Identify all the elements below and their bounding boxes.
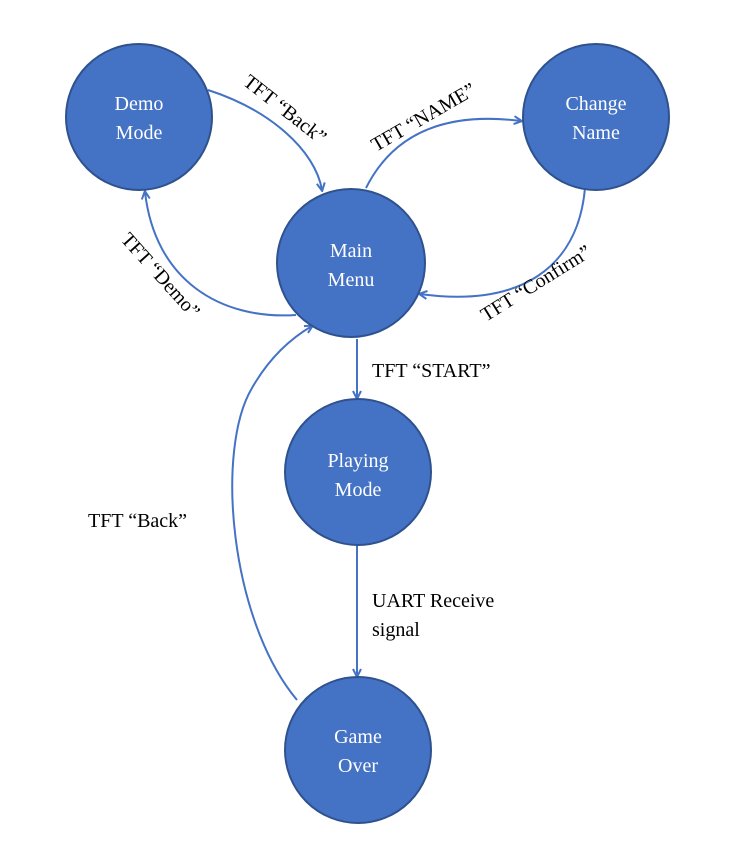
edge-main-to-change <box>365 119 521 189</box>
node-change-name-circle <box>522 43 670 191</box>
node-playing-mode-circle <box>284 398 432 546</box>
node-main-menu-line-2: Menu <box>328 269 375 291</box>
edge-change-to-main <box>420 187 586 297</box>
node-game-over-circle <box>284 676 432 824</box>
edge-gameover-to-main <box>231 326 312 701</box>
node-demo-mode: Demo Mode <box>65 43 213 191</box>
node-demo-mode-line-2: Mode <box>116 122 163 144</box>
node-main-menu-circle <box>276 188 426 338</box>
node-change-name-line-2: Name <box>572 122 620 144</box>
edge-main-to-demo <box>145 192 297 317</box>
node-change-name-line-1: Change <box>565 93 626 115</box>
edge-demo-to-main <box>207 89 322 190</box>
label-playing-to-gameover-line-2: signal <box>372 619 420 641</box>
node-playing-mode: Playing Mode <box>284 398 432 546</box>
label-playing-to-gameover-line-1: UART Receive <box>372 590 494 612</box>
label-gameover-to-main: TFT “Back” <box>88 510 187 532</box>
node-demo-mode-circle <box>65 43 213 191</box>
node-game-over: Game Over <box>284 676 432 824</box>
node-playing-mode-line-1: Playing <box>327 450 388 472</box>
node-main-menu: Main Menu <box>276 188 426 338</box>
label-main-to-playing: TFT “START” <box>372 360 491 382</box>
node-playing-mode-line-2: Mode <box>335 479 382 501</box>
node-demo-mode-line-1: Demo <box>115 93 164 115</box>
label-change-to-main: TFT “Confirm” <box>477 241 595 326</box>
node-game-over-line-1: Game <box>334 726 382 748</box>
node-game-over-line-2: Over <box>338 755 378 777</box>
label-main-to-change: TFT “NAME” <box>368 79 480 156</box>
label-main-to-demo: TFT “Demo” <box>116 229 204 323</box>
node-change-name: Change Name <box>522 43 670 191</box>
node-main-menu-line-1: Main <box>330 240 372 262</box>
